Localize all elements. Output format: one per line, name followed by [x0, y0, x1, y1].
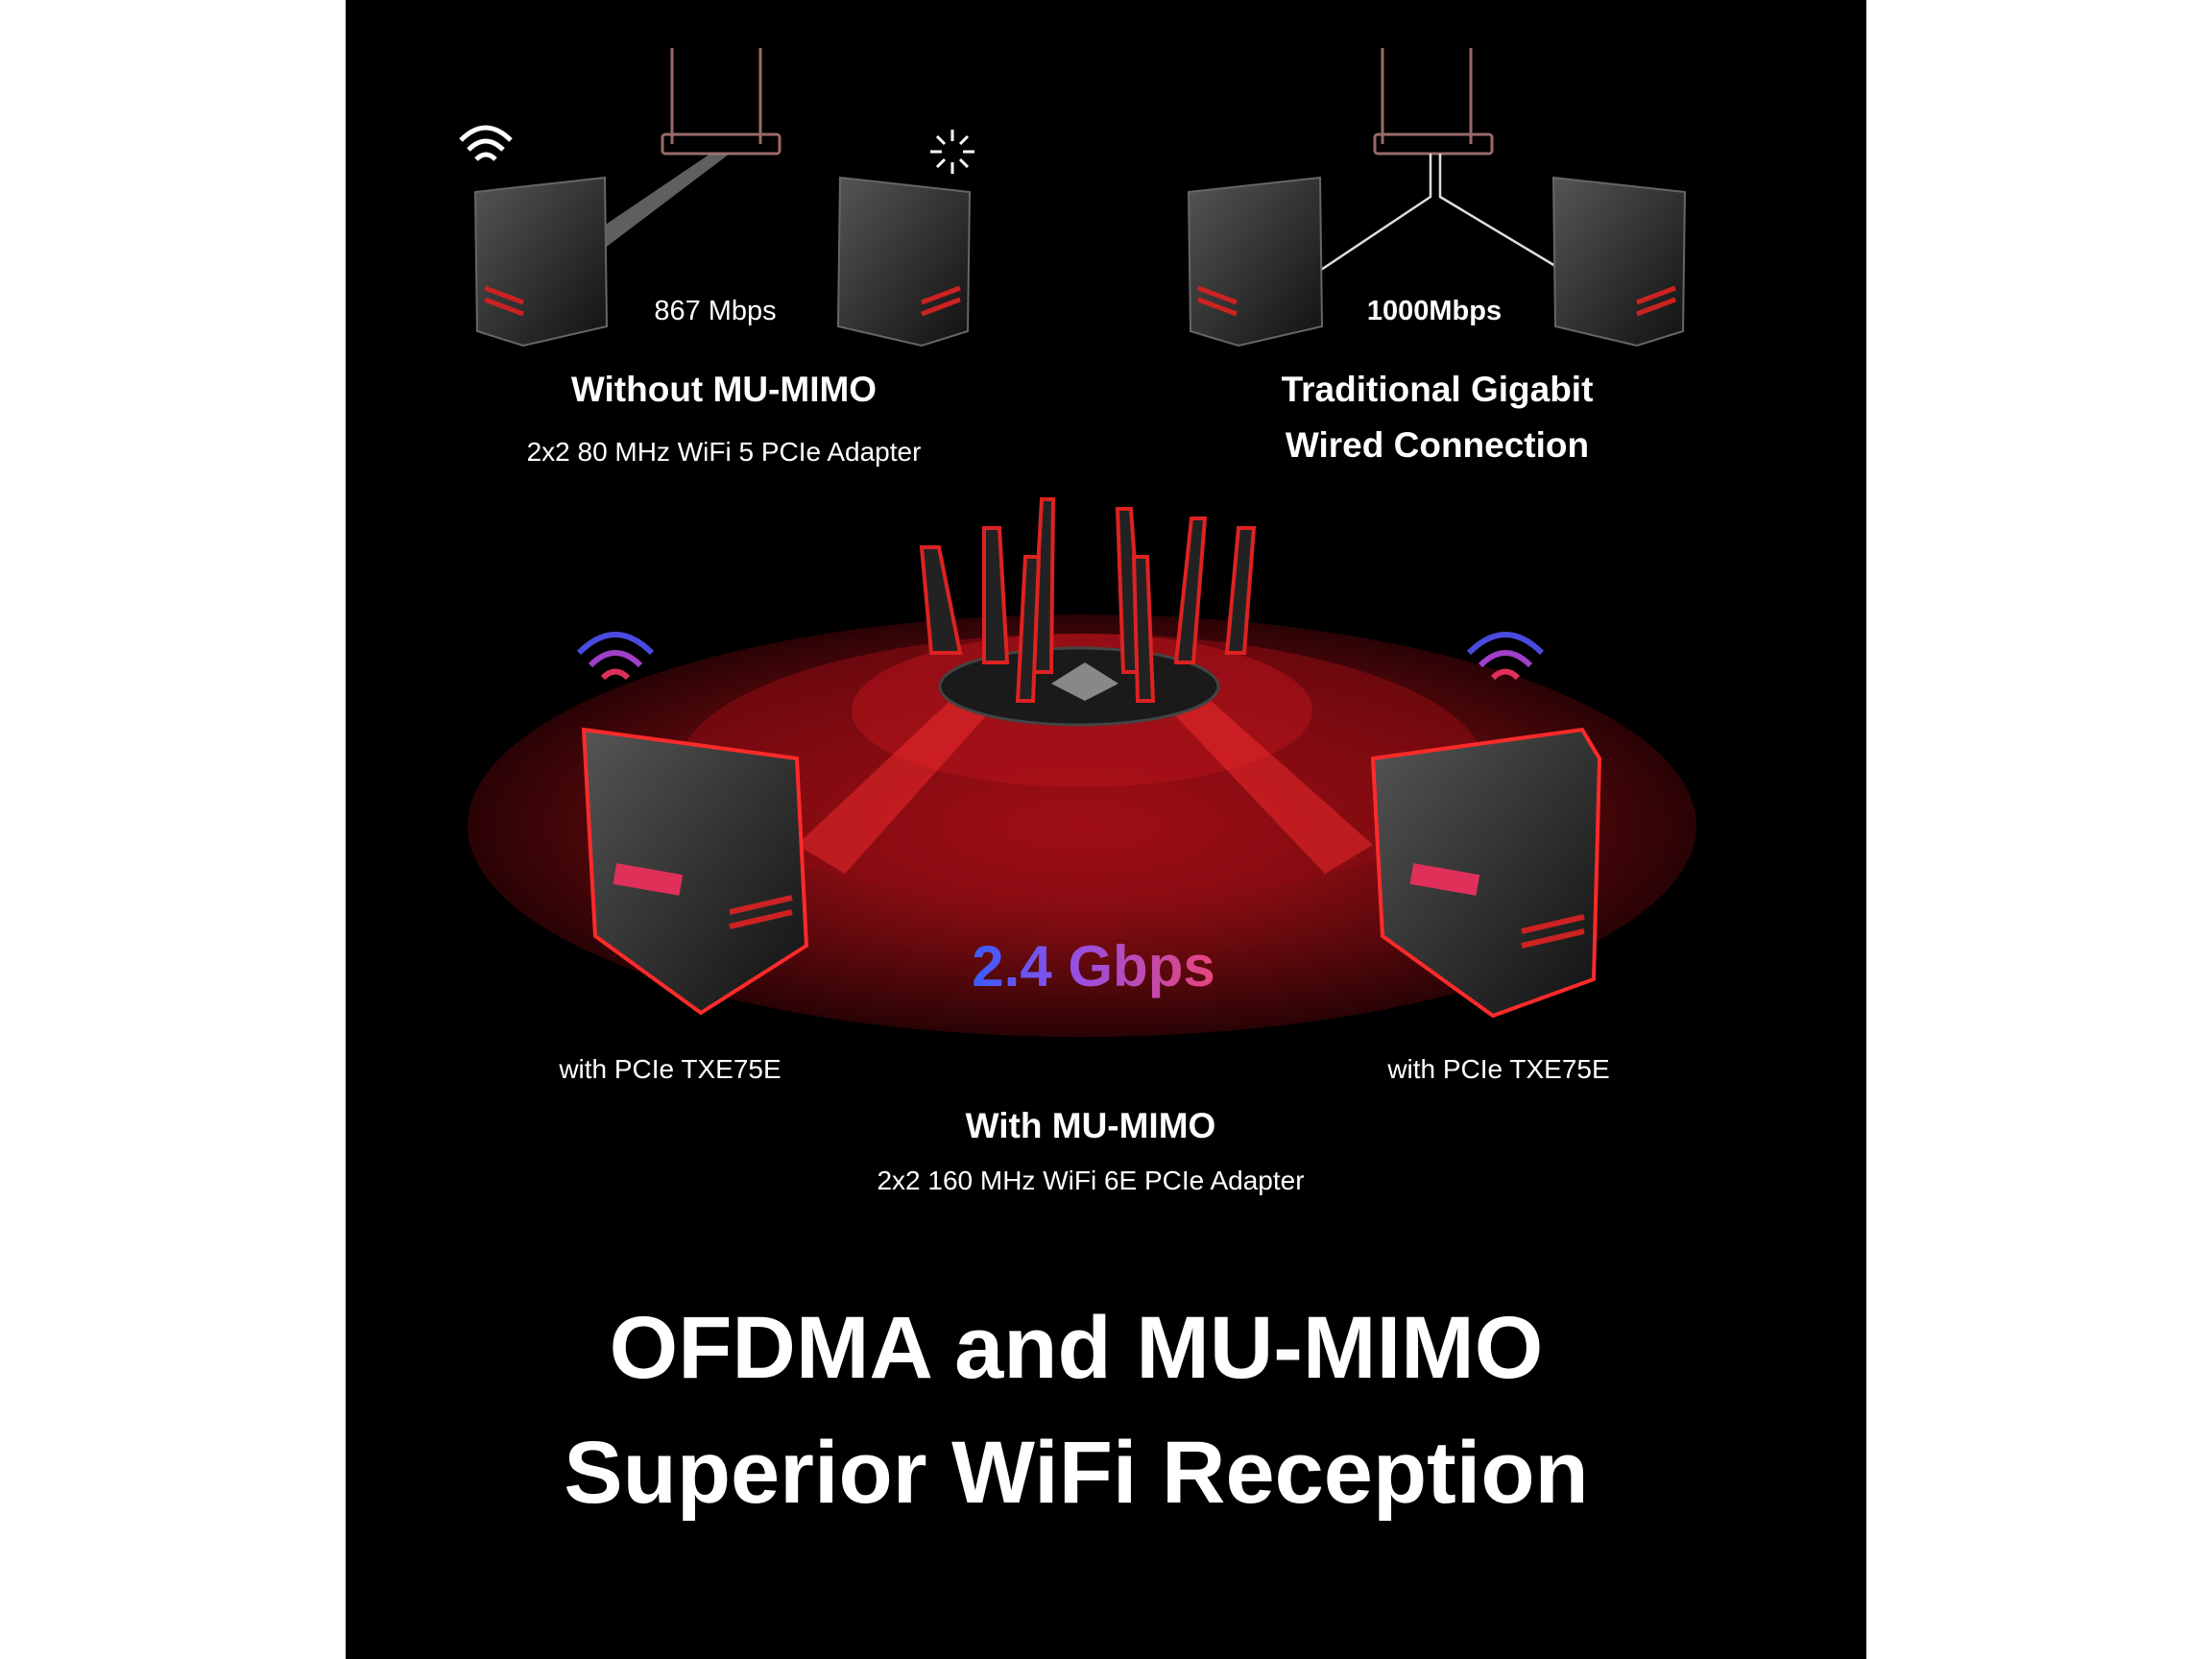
wired-heading-line1: Traditional Gigabit [1281, 370, 1594, 409]
without-mu-mimo-heading: Without MU-MIMO [570, 370, 878, 409]
ethernet-cable [1314, 154, 1561, 276]
main-title-line1: OFDMA and MU-MIMO [609, 1299, 1544, 1397]
pc-case-icon [1187, 176, 1324, 348]
wired-heading-line2: Wired Connection [1285, 425, 1590, 465]
pc-case-icon [1370, 727, 1602, 1019]
wireless-speed-label: 867 Mbps [654, 296, 777, 326]
wifi6e-adapter-label: 2x2 160 MHz WiFi 6E PCIe Adapter [877, 1166, 1305, 1195]
wifi-signal-icon [459, 125, 513, 161]
router-icon-wireless [661, 48, 781, 156]
wifi5-adapter-label: 2x2 80 MHz WiFi 5 PCIe Adapter [526, 437, 922, 467]
mu-mimo-speed-label: 2.4 Gbps [972, 934, 1215, 998]
wired-speed-label: 1000Mbps [1366, 296, 1503, 326]
signal-beam [1152, 691, 1373, 874]
right-pc-adapter-label: with PCIe TXE75E [1387, 1054, 1610, 1084]
loading-spinner-icon [930, 130, 974, 174]
router-icon-wired [1373, 48, 1494, 156]
with-mu-mimo-heading: With MU-MIMO [965, 1106, 1216, 1145]
pc-case-icon [473, 176, 609, 348]
wireless-beam [583, 154, 730, 252]
pc-case-icon [1551, 176, 1687, 348]
wifi-signal-icon [576, 632, 1545, 681]
left-pc-adapter-label: with PCIe TXE75E [559, 1054, 781, 1084]
pc-case-icon [836, 176, 972, 348]
gaming-router-icon [919, 497, 1257, 727]
signal-beam [797, 691, 1008, 874]
pc-case-icon [581, 727, 809, 1016]
main-title-line2: Superior WiFi Reception [564, 1424, 1589, 1522]
